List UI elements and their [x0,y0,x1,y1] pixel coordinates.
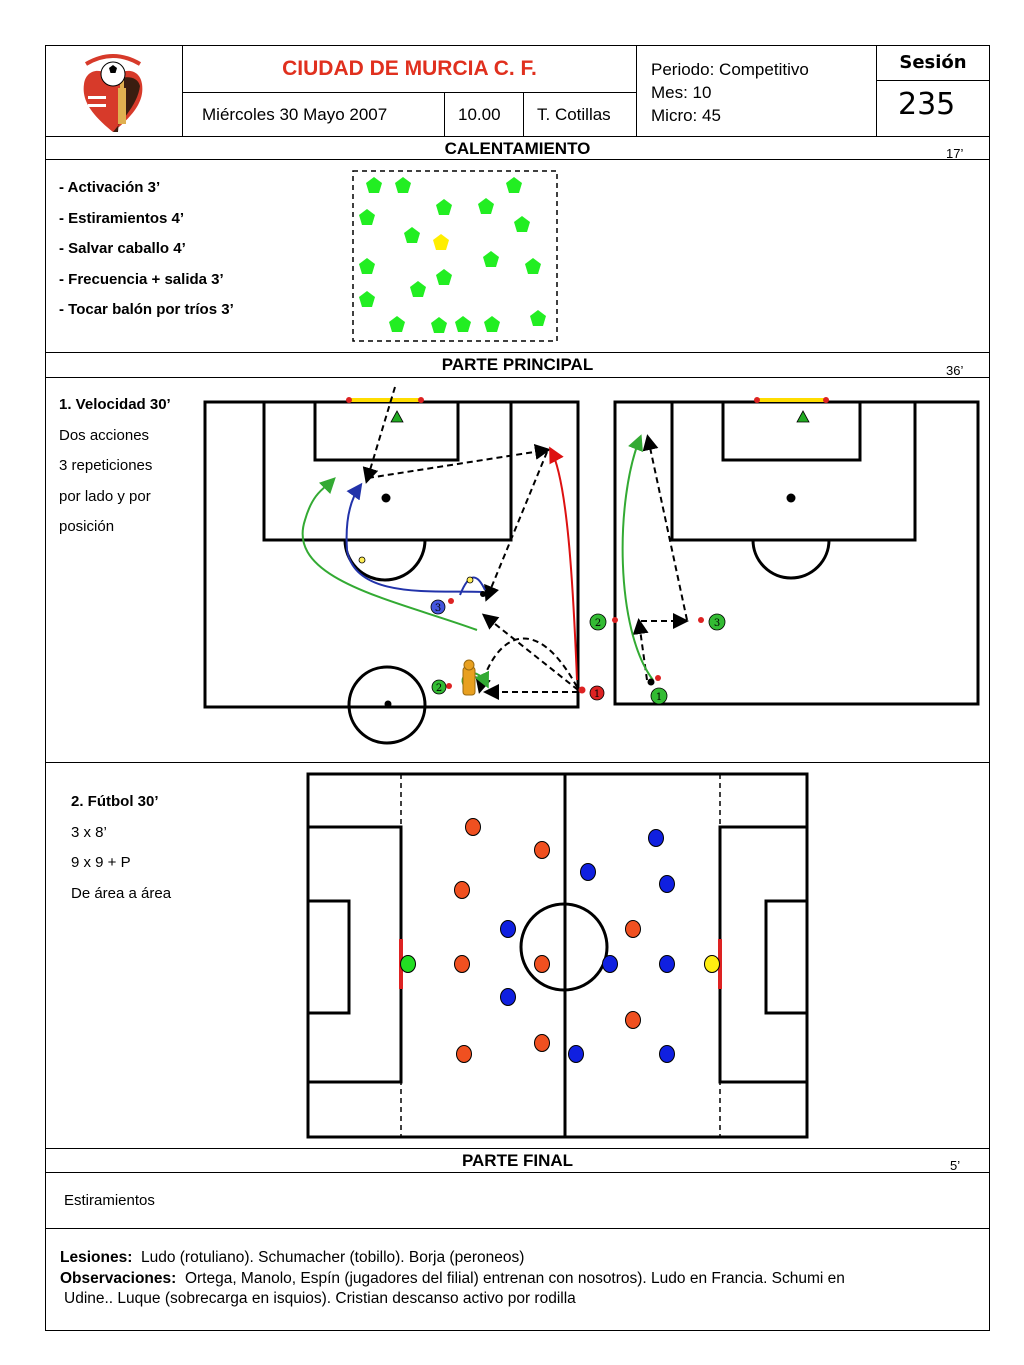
svg-text:3: 3 [714,618,720,629]
divider [523,92,524,137]
warmup-title: CALENTAMIENTO [444,139,591,158]
exercise1-diagram: 3 2 1 2 3 1 [203,386,980,745]
exercise1-line: por lado y por [59,487,151,505]
session-number: 235 [898,87,956,122]
player-number-marker: 1 [589,685,605,701]
club-name: CIUDAD DE MURCIA C. F. [282,57,537,80]
warmup-minutes: 17’ [946,146,964,161]
notes-block: Lesiones: Ludo (rotuliano). Schumacher (… [60,1248,980,1310]
observations-text: Ortega, Manolo, Espín (jugadores del fil… [184,1269,845,1287]
observations-label: Observaciones: [60,1269,177,1287]
warmup-item: - Activación 3’ [59,179,161,196]
session-label: Sesión [899,52,967,73]
injuries-text: Ludo (rotuliano). Schumacher (tobillo). … [140,1249,525,1266]
player-markers [359,177,546,333]
warmup-diagram [352,170,558,342]
club-crest-icon [83,54,143,132]
period-label: Periodo: Competitivo [651,60,809,79]
divider [636,45,637,137]
main-minutes: 36’ [946,363,964,378]
divider [876,80,990,81]
team-b-players [500,829,675,1063]
left-goalkeeper [400,955,416,973]
right-pitch [613,400,980,706]
right-goalkeeper [704,955,720,973]
observations-line: Observaciones: Ortega, Manolo, Espín (ju… [60,1269,980,1290]
exercise2-line: De área a área [71,884,172,902]
injuries-label: Lesiones: [60,1249,133,1266]
coach-name: T. Cotillas [537,105,611,124]
exercise2-line: 9 x 9 + P [71,854,131,872]
divider [45,352,990,353]
warmup-item: - Salvar caballo 4’ [59,240,186,258]
exercise1-text: 1. Velocidad 30’ Dos acciones 3 repetici… [59,390,171,543]
divider [45,159,990,160]
final-text: Estiramientos [64,1192,155,1209]
warmup-item: - Estiramientos 4’ [59,209,185,227]
exercise2-line: 3 x 8’ [71,823,107,841]
exercise1-line: posición [59,518,115,536]
final-minutes: 5’ [950,1158,961,1173]
player-number-marker: 3 [430,599,446,615]
divider [182,92,636,93]
divider [876,45,877,137]
month-label: Mes: 10 [651,83,712,102]
injuries-line: Lesiones: Ludo (rotuliano). Schumacher (… [60,1248,980,1269]
divider [45,1148,990,1149]
divider [45,1172,990,1173]
warmup-item: - Frecuencia + salida 3’ [59,270,224,288]
micro-label: Micro: 45 [651,106,721,125]
exercise2-diagram [306,772,809,1139]
session-sheet-frame [45,45,990,1331]
divider [182,45,183,137]
svg-text:2: 2 [436,683,442,694]
divider [45,1228,990,1229]
svg-text:3: 3 [435,603,441,614]
divider [45,377,990,378]
svg-text:1: 1 [594,689,600,700]
warmup-list: - Activación 3’ - Estiramientos 4’ - Sal… [59,173,234,326]
divider [45,762,990,763]
exercise2-text: 2. Fútbol 30’ 3 x 8’ 9 x 9 + P De área a… [71,787,171,909]
player-number-marker: 1 [650,687,668,705]
team-a-players [454,818,641,1063]
full-pitch [306,772,809,1139]
exercise1-title: 1. Velocidad 30’ [59,396,171,413]
exercise1-line: Dos acciones [59,426,150,444]
warmup-item: - Tocar balón por tríos 3’ [59,301,234,319]
svg-text:1: 1 [656,692,662,703]
exercise1-line: 3 repeticiones [59,457,153,475]
observations-text-continued: Udine.. Luque (sobrecarga en isquios). C… [64,1290,576,1307]
final-title: PARTE FINAL [461,1151,574,1170]
player-number-marker: 2 [431,679,447,695]
player-number-marker: 2 [589,613,607,631]
divider [444,92,445,137]
svg-text:2: 2 [595,618,601,629]
divider [45,136,990,137]
session-date: Miércoles 30 Mayo 2007 [202,105,388,124]
main-title: PARTE PRINCIPAL [441,355,594,374]
exercise2-title: 2. Fútbol 30’ [71,793,159,810]
session-time: 10.00 [458,105,501,124]
player-number-marker: 3 [708,613,726,631]
